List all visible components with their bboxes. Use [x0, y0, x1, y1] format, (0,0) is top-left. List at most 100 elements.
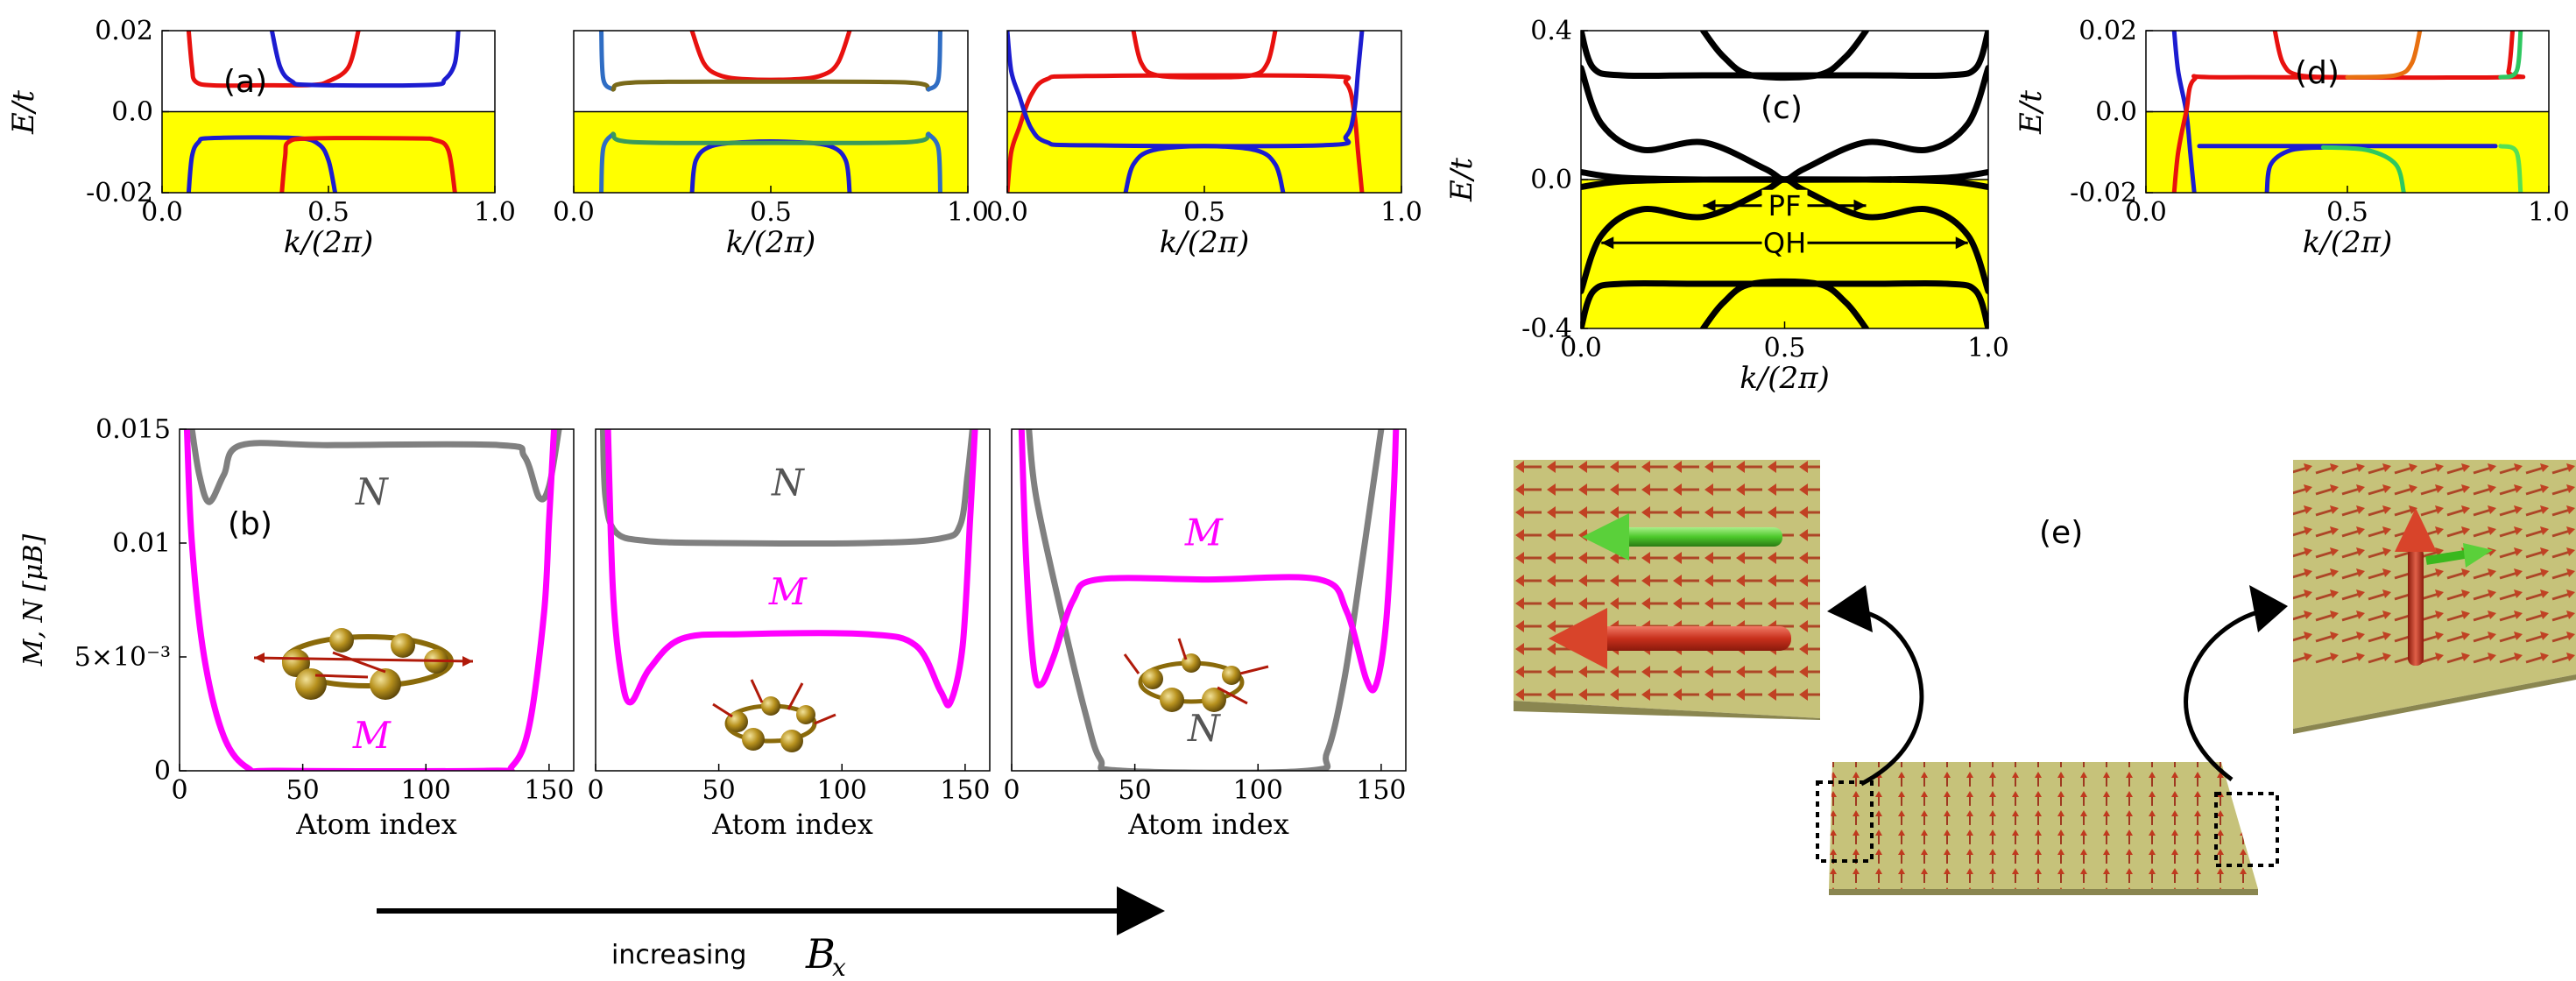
curve-arrow-left: [1847, 609, 1924, 787]
molecule-inset-left: [253, 628, 474, 700]
series-line-m-1: [1018, 429, 1400, 694]
bx-symbol: B: [805, 930, 836, 977]
series-line-3: [2345, 31, 2423, 80]
x-tick-label: 1.0: [947, 197, 989, 228]
schematic-e: (e): [1514, 460, 2576, 895]
zoom-inset-right: [2293, 460, 2576, 734]
curve-label-m: M: [1184, 512, 1224, 554]
x-axis-label: k/(2π): [1740, 361, 1830, 396]
curve-label-n: N: [1187, 707, 1221, 750]
nanoribbon-strip: [1816, 762, 2279, 895]
y-tick-label: 0.02: [2078, 16, 2137, 46]
plot-frame: [179, 428, 575, 772]
y-tick-label: 0.01: [112, 528, 171, 559]
x-tick-label: 1.0: [474, 197, 516, 228]
filled-states-region: [574, 111, 968, 193]
x-tick-label: 50: [286, 775, 320, 806]
x-tick-label: 0.5: [1764, 333, 1806, 363]
x-tick-label: 1.0: [2528, 197, 2570, 228]
curve-label-n: N: [355, 470, 389, 513]
x-tick-label: 100: [817, 775, 867, 806]
series-line-m-1: [183, 429, 557, 771]
x-tick-label: 150: [1356, 775, 1406, 806]
series-line-0: [1581, 31, 1988, 80]
series-line-1: [599, 31, 616, 92]
x-tick-label: 0.0: [2125, 197, 2167, 228]
x-tick-label: 50: [1119, 775, 1152, 806]
series-line-3: [1700, 31, 1869, 81]
ylabel-b: M, N [μB]: [18, 533, 49, 667]
edge-box-right: [2214, 792, 2279, 867]
y-tick-label: 5×10⁻³: [74, 642, 171, 673]
panel-tag-e: (e): [2039, 515, 2083, 551]
curve-label-m: M: [768, 570, 808, 613]
series-line-m-1: [604, 429, 978, 709]
plot-frame: [1011, 428, 1407, 772]
zoom-inset-left: [1514, 460, 1820, 720]
x-tick-label: 0.5: [307, 197, 349, 228]
curve-label-m: M: [352, 714, 392, 757]
series-line-7: [926, 131, 942, 193]
series-line-7: [1700, 278, 1869, 328]
x-axis-label: Atom index: [1127, 808, 1289, 841]
x-axis-label: k/(2π): [1160, 225, 1250, 260]
x-tick-label: 150: [940, 775, 990, 806]
x-tick-label: 150: [524, 775, 574, 806]
x-tick-label: 0.0: [553, 197, 595, 228]
series-line-6: [610, 131, 931, 145]
y-tick-label: 0.0: [1530, 165, 1572, 195]
y-tick-label: -0.4: [1521, 314, 1572, 344]
y-tick-label: 0.02: [95, 16, 153, 46]
series-line-6: [2320, 145, 2406, 193]
x-tick-label: 1.0: [1380, 197, 1422, 228]
x-axis-label: k/(2π): [726, 225, 816, 260]
x-tick-label: 0: [171, 775, 187, 806]
y-tick-label: 0.0: [111, 97, 153, 128]
series-line-3: [1123, 144, 1286, 193]
x-axis-label: Atom index: [711, 808, 873, 841]
series-line-5: [2264, 145, 2325, 193]
filled-states-region: [1007, 111, 1401, 193]
y-tick-label: 0.015: [95, 414, 171, 445]
series-line-3: [279, 136, 457, 193]
plot-frame: [595, 428, 991, 772]
series-line-n-0: [1026, 429, 1385, 771]
x-axis-label: k/(2π): [2303, 225, 2393, 260]
filled-states-region: [162, 111, 495, 193]
series-line-8: [2498, 31, 2523, 80]
series-line-0: [689, 31, 852, 82]
y-tick-label: 0: [154, 756, 171, 787]
series-line-n-0: [188, 429, 562, 505]
x-tick-label: 50: [702, 775, 736, 806]
curve-arrow-right: [2184, 606, 2278, 782]
panel-tag: (a): [223, 64, 267, 100]
series-line-2: [2272, 31, 2350, 80]
x-tick-label: 0.0: [1560, 333, 1602, 363]
series-line-3: [926, 31, 942, 92]
series-line-2: [186, 135, 338, 193]
y-tick-label: -0.02: [86, 178, 153, 208]
x-tick-label: 0: [1003, 775, 1020, 806]
series-line-2: [610, 79, 931, 92]
series-line-7: [2498, 144, 2523, 193]
x-axis-label: Atom index: [295, 808, 457, 841]
x-tick-label: 0.0: [141, 197, 183, 228]
annotation-label-qh: QH: [1763, 226, 1806, 259]
series-line-1: [269, 31, 461, 88]
y-tick-label: 0.4: [1530, 16, 1572, 46]
panel-tag: (b): [228, 506, 272, 542]
molecule-inset-right: [1123, 638, 1269, 712]
x-axis-label: k/(2π): [284, 225, 374, 260]
edge-box-left: [1816, 780, 1874, 863]
x-tick-label: 100: [1233, 775, 1283, 806]
ylabel-a: E/t: [6, 90, 41, 135]
x-tick-label: 0.5: [1183, 197, 1225, 228]
